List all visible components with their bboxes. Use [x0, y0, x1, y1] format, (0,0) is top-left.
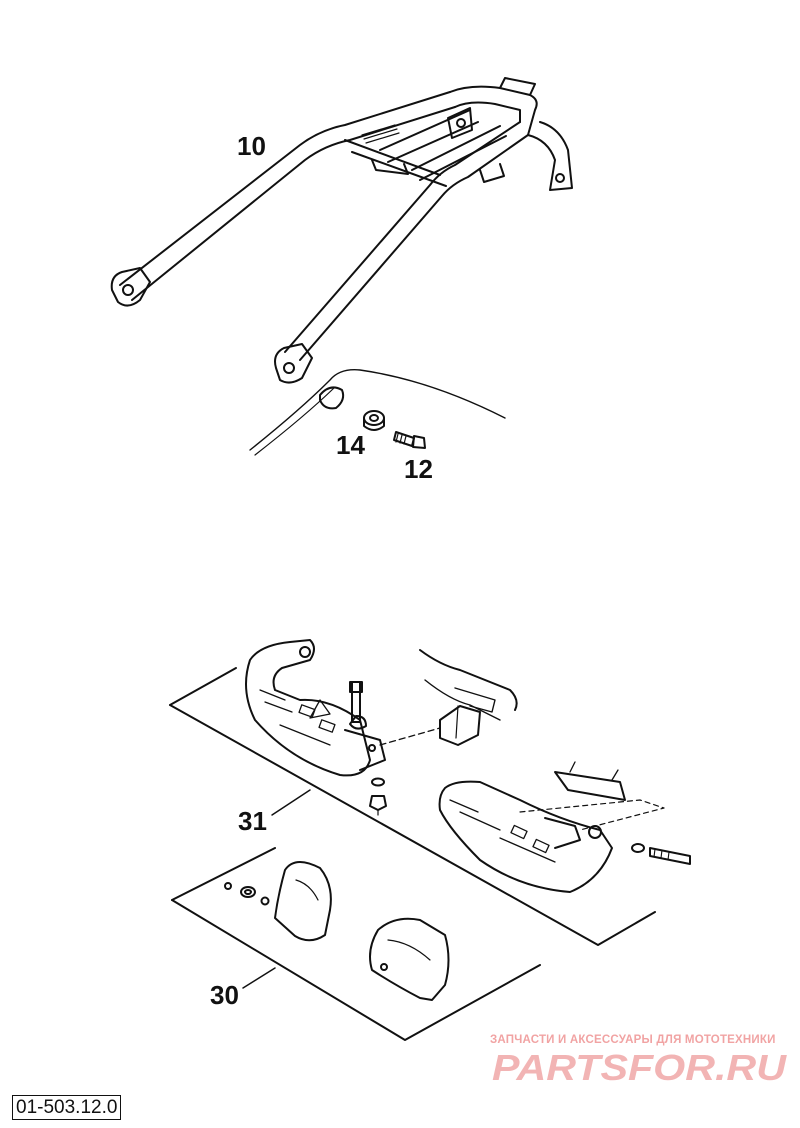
knuckle-guard-kit-frame	[171, 847, 541, 1041]
knuckle-guard-right	[369, 917, 450, 1001]
handguard-left	[245, 639, 386, 777]
handlebar-clamp	[379, 649, 518, 746]
knuckle-guard-hardware	[224, 882, 270, 906]
callout-14: 14	[336, 430, 365, 460]
drawing-code: 01-503.12.0	[12, 1095, 122, 1120]
knuckle-guard-left	[274, 861, 332, 942]
callout-10: 10	[237, 131, 266, 161]
callout-31: 31	[238, 806, 267, 836]
grommet-part	[363, 410, 385, 431]
rear-fender	[249, 369, 506, 456]
callout-30: 30	[210, 980, 239, 1010]
handguard-kit-frame	[169, 667, 656, 946]
handguard-right	[438, 761, 691, 893]
watermark-logo: PARTSFOR.RU	[492, 1047, 787, 1087]
handguard-left-hardware	[349, 681, 387, 816]
luggage-rack	[110, 77, 573, 384]
screw-part	[393, 431, 426, 449]
watermark-caption: ЗАПЧАСТИ И АКСЕССУАРЫ ДЛЯ МОТОТЕХНИКИ	[490, 1034, 776, 1046]
callout-12: 12	[404, 454, 433, 484]
watermark-logo-text: PARTSFOR.RU	[492, 1047, 787, 1087]
